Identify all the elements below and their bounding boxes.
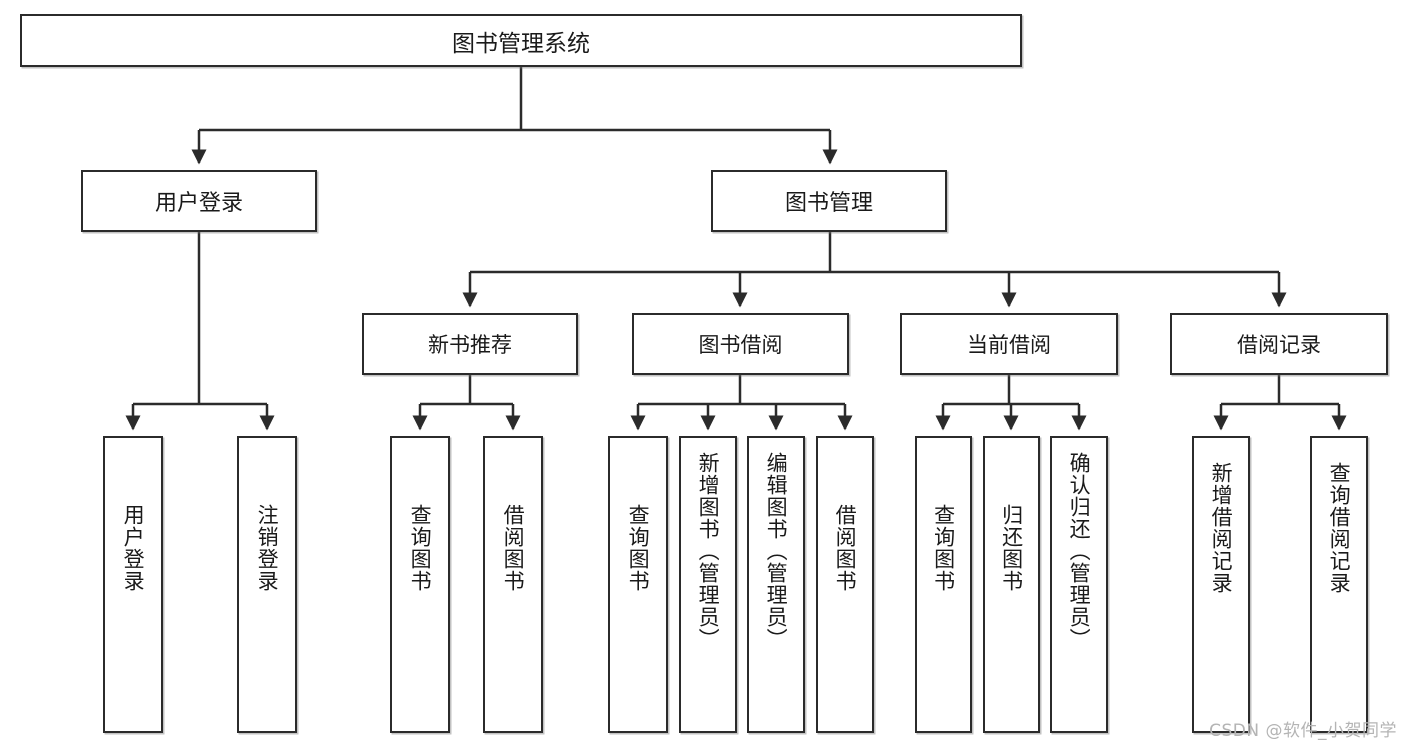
leaf-user-login[interactable]: 用户登录 (103, 436, 163, 733)
node-label: 新书推荐 (428, 333, 512, 357)
node-borrow-record[interactable]: 借阅记录 (1170, 313, 1388, 375)
node-label: 图书借阅 (698, 333, 783, 357)
leaf-label: 用户登录 (121, 504, 146, 592)
leaf-return-book[interactable]: 归还图书 (983, 436, 1040, 733)
leaf-label: 新增借阅记录 (1209, 462, 1234, 594)
node-root-system[interactable]: 图书管理系统 (20, 14, 1022, 67)
leaf-label: 借阅图书 (833, 504, 858, 592)
leaf-query-record[interactable]: 查询借阅记录 (1310, 436, 1368, 733)
leaf-label: 归还图书 (999, 504, 1024, 592)
leaf-query-book-1[interactable]: 查询图书 (390, 436, 450, 733)
node-label: 用户登录 (154, 191, 243, 216)
node-user-login[interactable]: 用户登录 (81, 170, 317, 232)
leaf-label: 查询图书 (408, 504, 433, 592)
node-book-manage[interactable]: 图书管理 (711, 170, 947, 232)
leaf-logout[interactable]: 注销登录 (237, 436, 297, 733)
leaf-edit-book[interactable]: 编辑图书（管理员） (747, 436, 805, 733)
node-label: 图书管理系统 (452, 30, 590, 57)
leaf-label: 查询图书 (626, 504, 651, 592)
leaf-add-record[interactable]: 新增借阅记录 (1192, 436, 1250, 733)
leaf-query-book-2[interactable]: 查询图书 (608, 436, 668, 733)
leaf-label: 新增图书（管理员） (696, 452, 721, 650)
node-label: 借阅记录 (1237, 333, 1321, 357)
leaf-confirm-return[interactable]: 确认归还（管理员） (1050, 436, 1108, 733)
leaf-borrow-book-1[interactable]: 借阅图书 (483, 436, 543, 733)
leaf-label: 查询借阅记录 (1327, 462, 1352, 594)
leaf-label: 注销登录 (255, 504, 280, 592)
watermark-text: CSDN @软件_小贺同学 (1209, 721, 1397, 741)
leaf-label: 查询图书 (931, 504, 956, 592)
node-new-book-rec[interactable]: 新书推荐 (362, 313, 578, 375)
node-current-borrow[interactable]: 当前借阅 (900, 313, 1118, 375)
leaf-label: 借阅图书 (501, 504, 526, 592)
leaf-label: 确认归还（管理员） (1067, 452, 1092, 650)
leaf-query-book-3[interactable]: 查询图书 (915, 436, 972, 733)
leaf-label: 编辑图书（管理员） (764, 452, 789, 650)
node-label: 图书管理 (784, 191, 873, 216)
node-book-borrow[interactable]: 图书借阅 (632, 313, 849, 375)
leaf-add-book[interactable]: 新增图书（管理员） (679, 436, 737, 733)
node-label: 当前借阅 (967, 333, 1051, 357)
leaf-borrow-book-2[interactable]: 借阅图书 (816, 436, 874, 733)
